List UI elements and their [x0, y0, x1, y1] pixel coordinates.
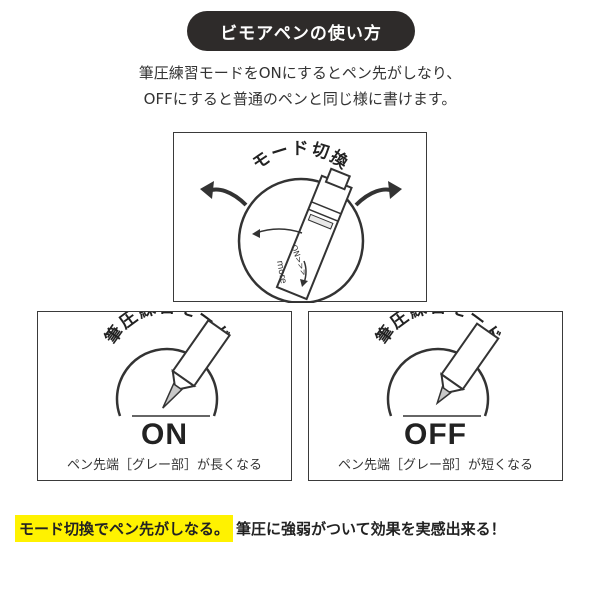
on-state-label: ON [141, 418, 188, 451]
off-mode-panel: 筆圧練習モード OFF ペン先端［グレー部］が短くなる [308, 311, 563, 481]
svg-text:モード切換: モード切換 [249, 139, 354, 174]
intro-line-2: OFFにすると普通のペンと同じ様に書けます。 [143, 90, 457, 108]
off-circle [386, 347, 490, 417]
off-state-label: OFF [404, 418, 467, 451]
mode-switch-label: モード切換 [249, 139, 352, 174]
bottom-message: モード切換でペン先がしなる。 筆圧に強弱がついて効果を実感出来る！ [15, 513, 595, 543]
on-mode-illustration: 筆圧練習モード [101, 312, 233, 417]
off-mode-illustration: 筆圧練習モード [372, 312, 504, 417]
pen-icon [275, 167, 353, 301]
on-mode-panel: 筆圧練習モード ON ペン先端［グレー部］が長くなる [37, 311, 292, 481]
intro-line-1: 筆圧練習モードをONにするとペン先がしなり、 [138, 64, 462, 82]
on-caption: ペン先端［グレー部］が長くなる [66, 458, 262, 473]
rotate-right-arrow-icon [354, 187, 395, 207]
highlight-text: モード切換でペン先がしなる。 [15, 514, 234, 542]
rotate-arrow-small-icon [255, 228, 303, 234]
rotate-left-arrow-icon [207, 187, 248, 207]
mode-switch-illustration: モード切換 ON>>> more [200, 139, 402, 303]
bottom-rest-text: 筆圧に強弱がついて効果を実感出来る！ [236, 519, 506, 538]
rotation-circle [237, 177, 365, 303]
pen-brand-text: more [274, 260, 288, 285]
page-title: ビモアペンの使い方 [187, 11, 415, 51]
off-caption: ペン先端［グレー部］が短くなる [337, 458, 533, 473]
pen-tip-long-icon [162, 318, 232, 409]
on-circle [115, 347, 219, 417]
intro-text: 筆圧練習モードをONにするとペン先がしなり、 OFFにすると普通のペンと同じ様に… [0, 60, 600, 112]
mode-switch-panel: モード切換 ON>>> more [173, 132, 427, 303]
pen-tip-short-icon [435, 322, 500, 406]
